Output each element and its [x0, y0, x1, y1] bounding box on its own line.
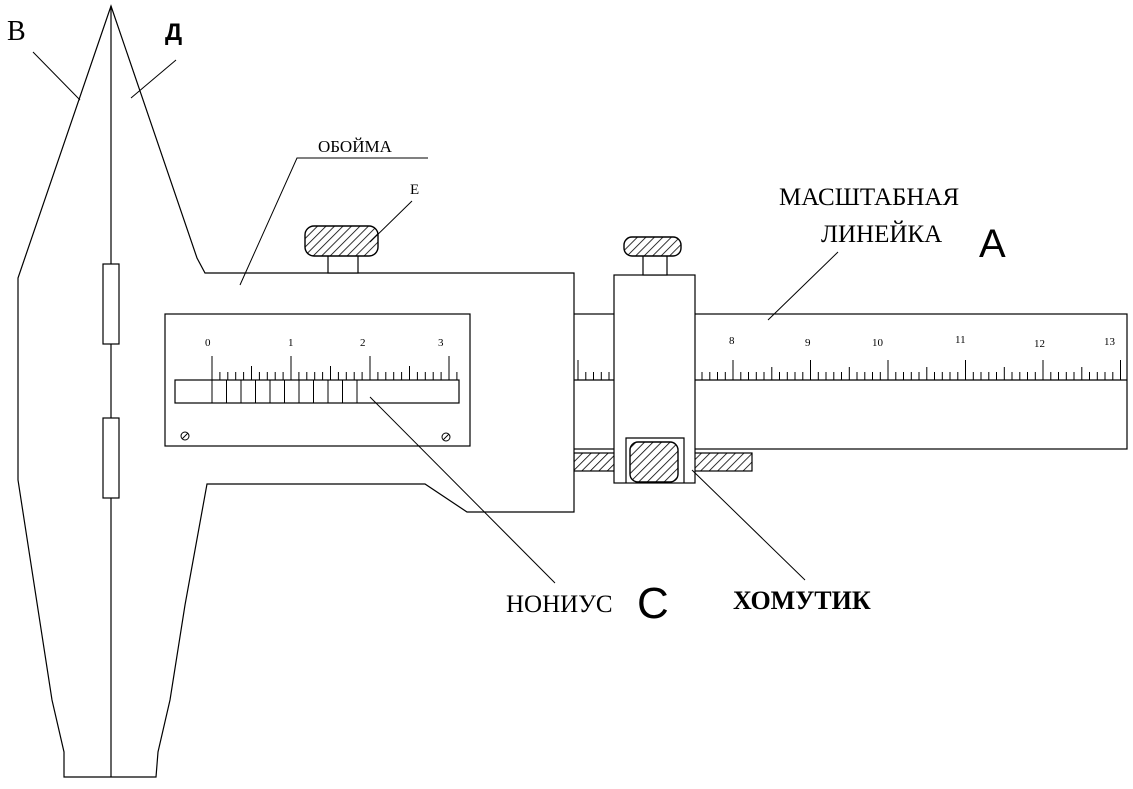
label-ruler-line2: ЛИНЕЙКА: [821, 220, 942, 248]
main-scale-ticks: [577, 360, 1121, 380]
label-vernier: НОНИУС: [506, 591, 613, 618]
label-clamp: ХОМУТИК: [733, 586, 871, 615]
vernier-number: 2: [360, 337, 366, 349]
leader-screw: [369, 200, 413, 243]
jaw-insert-bottom: [102, 417, 120, 499]
main-scale-number: 8: [729, 335, 735, 347]
main-scale-number: 12: [1034, 338, 1045, 350]
clamp-screw-stem: [642, 254, 668, 276]
label-ruler-letter: А: [979, 222, 1006, 266]
clamp-slot: [625, 437, 685, 483]
leader-ruler: [767, 251, 839, 321]
main-scale-number: 13: [1104, 336, 1116, 348]
main-scale-number: 10: [872, 337, 884, 349]
vernier-strip: [174, 379, 460, 404]
leader-frame: [239, 157, 428, 286]
vernier-number: 3: [438, 337, 444, 349]
vernier-number: 1: [288, 337, 294, 349]
main-scale-number: 11: [955, 334, 966, 346]
leader-jaw-right: [130, 59, 177, 99]
vernier-number: 0: [205, 337, 211, 349]
label-jaw-right: Д: [165, 19, 182, 46]
clamp-screw-head: [629, 441, 679, 483]
label-vernier-letter: С: [637, 579, 669, 628]
label-screw: Е: [410, 182, 419, 198]
leader-clamp: [691, 469, 806, 581]
label-ruler-line1: МАСШТАБНАЯ: [779, 184, 959, 211]
leader-jaw-left: [32, 51, 81, 101]
frame-screw-head: [304, 225, 379, 257]
window-screw-left: [180, 431, 190, 441]
vernier-scale-ticks: [211, 356, 458, 403]
label-jaw-left: В: [7, 16, 26, 47]
clamp-top-screw: [623, 236, 682, 257]
leader-vernier: [369, 396, 556, 584]
jaw-insert-top: [102, 263, 120, 345]
main-scale-number: 9: [805, 337, 811, 349]
label-frame: ОБОЙМА: [318, 137, 393, 156]
window-screw-right: [441, 432, 451, 442]
frame-screw-stem: [327, 254, 359, 274]
